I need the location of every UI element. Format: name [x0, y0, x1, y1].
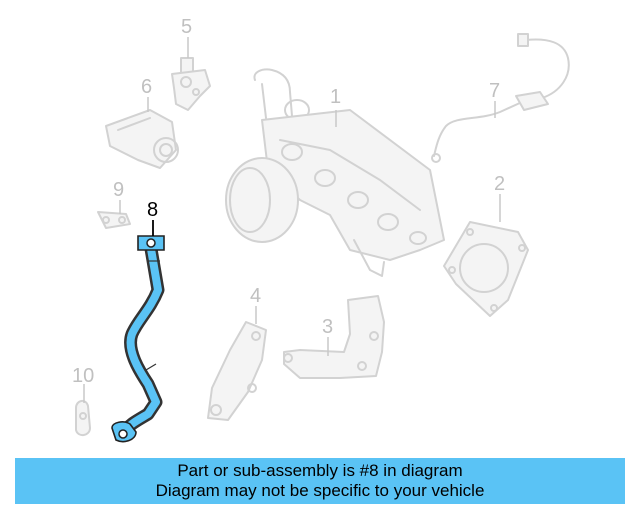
banner-line-2: Diagram may not be specific to your vehi…: [155, 481, 485, 500]
banner-line-1: Part or sub-assembly is #8 in diagram: [177, 461, 463, 480]
part-2-gasket[interactable]: [443, 221, 529, 317]
info-banner: Part or sub-assembly is #8 in diagram Di…: [15, 458, 625, 504]
part-7-sensor-wire[interactable]: [431, 33, 570, 163]
callout-6: 6: [141, 76, 152, 98]
part-5-sensor[interactable]: [171, 57, 211, 111]
callout-4: 4: [250, 285, 261, 307]
callout-7: 7: [489, 80, 500, 102]
callout-9: 9: [113, 179, 124, 201]
part-4-bracket[interactable]: [207, 321, 267, 421]
callout-8: 8: [147, 199, 158, 221]
part-8-oil-line[interactable]: [111, 235, 165, 443]
part-1-turbocharger[interactable]: [225, 68, 445, 277]
callout-5: 5: [181, 16, 192, 38]
part-9-gasket[interactable]: [97, 211, 131, 229]
part-3-support[interactable]: [283, 295, 385, 379]
part-10-gasket[interactable]: [75, 400, 91, 436]
callout-2: 2: [494, 173, 505, 195]
callout-10: 10: [72, 365, 94, 387]
part-6-valve[interactable]: [105, 109, 179, 169]
parts-diagram: 5 6 1 7: [72, 16, 570, 443]
callout-1: 1: [330, 86, 341, 108]
callout-3: 3: [322, 316, 333, 338]
